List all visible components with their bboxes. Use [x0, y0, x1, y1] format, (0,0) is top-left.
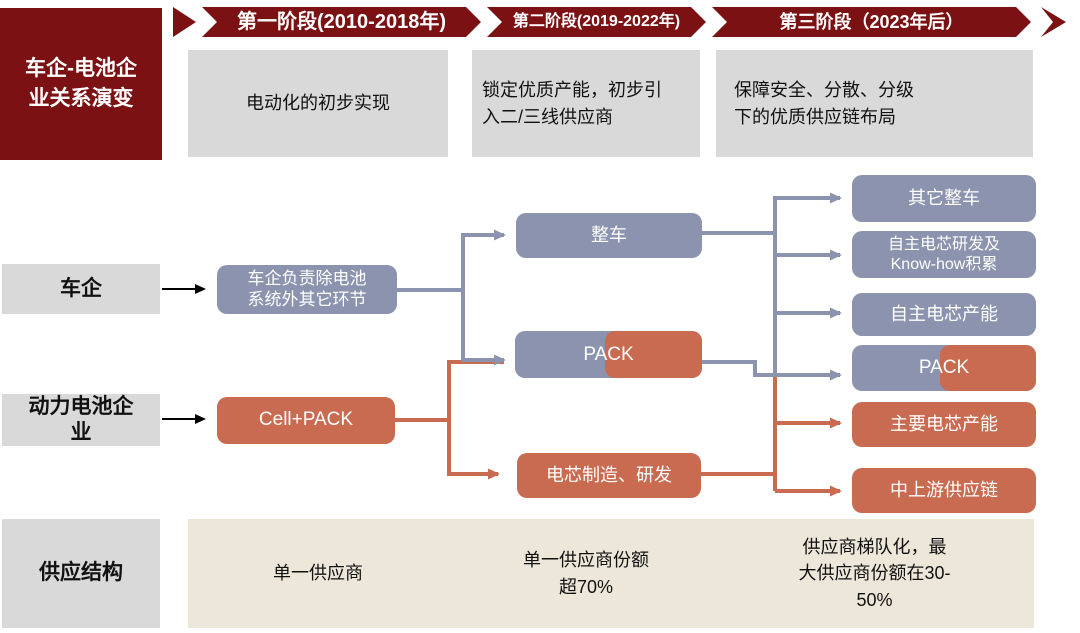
carmaker-connectors [397, 192, 842, 381]
chevron-tail-arrow-icon [1041, 7, 1066, 37]
box-cell-rnd: 自主电芯研发及 Know-how积累 [852, 231, 1036, 278]
box-cell-pack: Cell+PACK [217, 397, 395, 444]
phase2-description: 锁定优质产能，初步引 入二/三线供应商 [472, 50, 700, 157]
pack3-label: PACK [918, 357, 970, 378]
box-main-cell-capacity: 主要电芯产能 [852, 402, 1036, 447]
supply-structure-band [188, 519, 1034, 628]
connector-vehicle-to-other-vehicle [702, 192, 842, 235]
diagram-title: 车企-电池企 业关系演变 [0, 8, 162, 160]
phase3-description: 保障安全、分散、分级 下的优质供应链布局 [716, 50, 1033, 157]
box-midstream-chain: 中上游供应链 [852, 468, 1036, 513]
supply-phase3: 供应商梯队化，最 大供应商份额在30- 50% [798, 537, 951, 610]
connector-carmaker-to-vehicle [397, 229, 506, 292]
row-label-battery: 动力电池企 业 [2, 394, 160, 446]
phase1-chevron [202, 7, 481, 37]
box-own-cell-capacity: 自主电芯产能 [852, 293, 1036, 336]
phase-chevron-band [173, 7, 1066, 37]
connector-cellpack-to-pack [395, 360, 504, 422]
box-carmaker-scope: 车企负责除电池 系统外其它环节 [217, 265, 397, 314]
phase1-label: 第一阶段(2010-2018年) [237, 11, 446, 33]
box-pack-shared: PACK [515, 331, 702, 378]
supply-phase2: 单一供应商份额 超70% [523, 550, 649, 597]
box-pack3-shared: PACK [852, 345, 1036, 391]
phase3-chevron [712, 7, 1031, 37]
connector-carmaker-to-pack [461, 290, 506, 366]
box-vehicle: 整车 [516, 213, 702, 258]
row-label-arrows [162, 284, 206, 424]
phase2-label: 第二阶段(2019-2022年) [512, 13, 681, 30]
phase2-chevron [487, 7, 706, 37]
pack3-orange-half [940, 345, 1036, 391]
box-other-vehicle: 其它整车 [852, 175, 1036, 222]
connector-pack-to-pack3 [702, 360, 842, 381]
phase3-label: 第三阶段（2023年后） [779, 12, 964, 32]
row-label-supply-structure: 供应结构 [2, 519, 160, 628]
phase1-description: 电动化的初步实现 [188, 50, 448, 157]
pack-label: PACK [583, 343, 634, 365]
connector-cellpack-to-cellmfg [447, 420, 500, 480]
chevron-lead-arrow-icon [173, 7, 196, 37]
box-cell-manufacturing: 电芯制造、研发 [517, 453, 701, 498]
row-label-carmaker: 车企 [2, 264, 160, 314]
pack-orange-half [604, 331, 702, 378]
supply-phase1: 单一供应商 [273, 563, 363, 584]
